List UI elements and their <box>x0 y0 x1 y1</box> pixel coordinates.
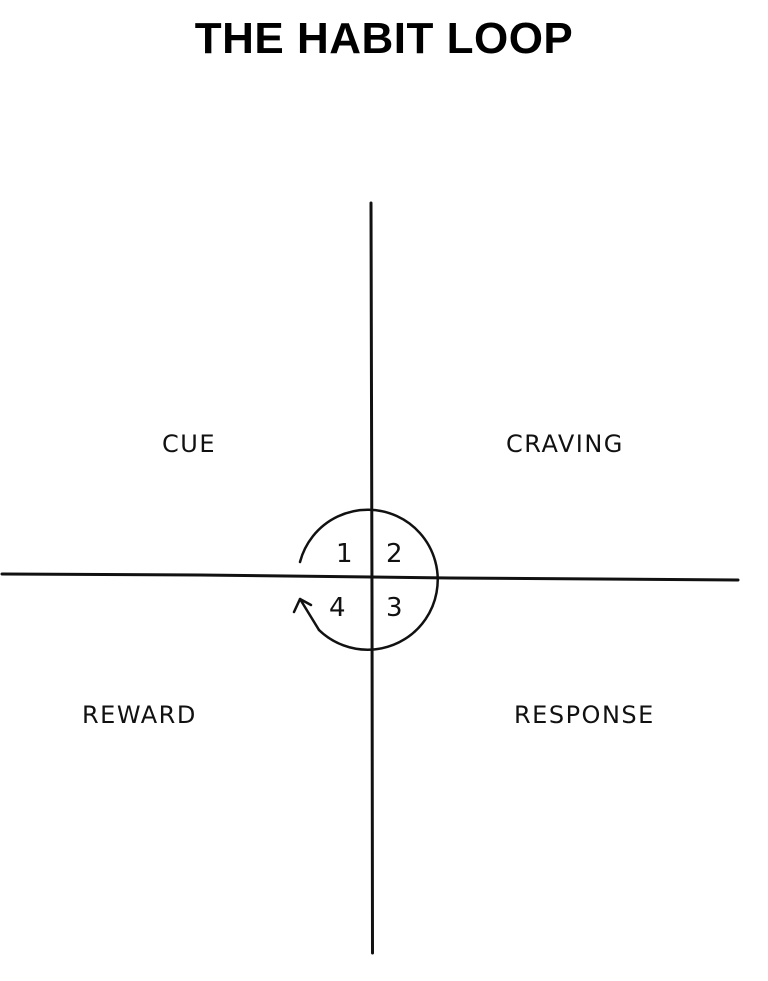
loop-arrow-icon <box>292 597 321 632</box>
loop-number-1: 1 <box>336 539 353 569</box>
vertical-axis <box>369 201 374 955</box>
loop-number-2: 2 <box>386 539 403 569</box>
diagram-title: THE HABIT LOOP <box>194 14 574 63</box>
loop-number-3: 3 <box>386 593 403 623</box>
quadrant-label-craving: CRAVING <box>506 430 624 458</box>
horizontal-axis <box>0 572 740 582</box>
quadrant-label-cue: CUE <box>162 430 216 458</box>
quadrant-label-response: RESPONSE <box>514 701 655 729</box>
loop-circle <box>298 508 439 651</box>
loop-number-4: 4 <box>329 593 346 623</box>
quadrant-label-reward: REWARD <box>82 701 197 729</box>
